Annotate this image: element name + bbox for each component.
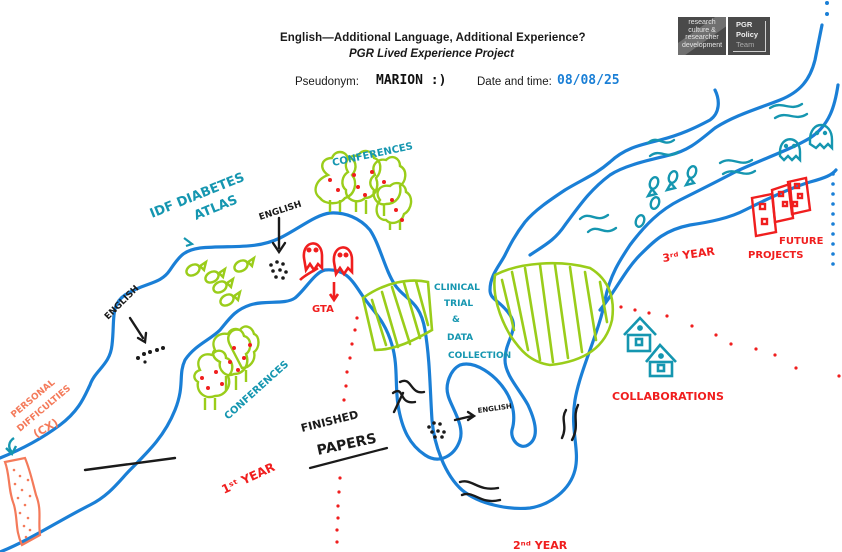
future-label-1: FUTURE xyxy=(779,236,824,247)
river-top-right-bank xyxy=(528,23,824,257)
page-title: English—Additional Language, Additional … xyxy=(280,32,586,44)
idf-arrow-icon xyxy=(183,237,195,248)
green-fish-group xyxy=(185,255,256,307)
black-dots xyxy=(136,260,446,439)
future-label-2: PROJECTS xyxy=(748,250,803,261)
page-subtitle: PGR Lived Experience Project xyxy=(349,48,514,60)
teal-fish-group xyxy=(634,164,698,229)
pseudonym-label: Pseudonym: xyxy=(295,76,359,88)
conferences-label-top: CONFERENCES xyxy=(331,141,414,169)
bridge-data-collection xyxy=(493,261,615,367)
finished-label-1: FINISHED xyxy=(300,408,360,435)
black-strokes xyxy=(83,216,580,503)
tree-fruits-bottom xyxy=(200,343,252,390)
teal-arrow-personal xyxy=(5,437,18,457)
collaborations-label: COLLABORATIONS xyxy=(612,390,724,403)
year-2-label: 2ⁿᵈ YEAR xyxy=(513,539,568,552)
teal-waves xyxy=(578,102,809,234)
clinical-label-5: COLLECTION xyxy=(448,351,511,361)
clinical-label-1: CLINICAL xyxy=(434,283,480,293)
logo-pgr-text: PGR xyxy=(736,20,753,29)
logo-policy-text: Policy xyxy=(736,30,759,39)
gta-label: GTA xyxy=(312,304,334,315)
red-ghost-figures xyxy=(299,242,354,303)
year-1-label: 1ˢᵗ YEAR xyxy=(219,460,277,497)
datetime-label: Date and time: xyxy=(477,76,552,88)
bridge-clinical-trial xyxy=(361,279,434,352)
clinical-label-2: TRIAL xyxy=(444,299,473,309)
logo-frame xyxy=(733,21,766,52)
logo-team-text: Team xyxy=(736,40,755,49)
pseudonym-value: MARION :) xyxy=(376,73,447,88)
english-label-top: ENGLISH xyxy=(258,200,303,223)
barrier-dots xyxy=(12,468,32,539)
english-label-bottom: ENGLISH xyxy=(477,402,512,415)
tree-fruits-top xyxy=(328,170,404,222)
collaboration-houses xyxy=(623,316,677,378)
teal-ghost-figures xyxy=(778,123,834,163)
research-culture-logo: research culture & researcher developmen… xyxy=(678,17,726,55)
river-upper-bank xyxy=(0,83,840,511)
red-dotted-trail-left xyxy=(335,316,359,544)
trees-conferences-bottom xyxy=(193,325,260,410)
river-bottom-section xyxy=(598,168,838,312)
english-label-left: ENGLISH xyxy=(103,284,141,322)
page-header: English—Additional Language, Additional … xyxy=(0,0,842,100)
pgr-policy-team-logo: PGR Policy Team xyxy=(728,17,770,55)
annotation-labels: IDF DIABETES ATLAS ENGLISH ENGLISH ENGLI… xyxy=(10,141,824,552)
blue-dotted-trail xyxy=(825,1,835,266)
trees-conferences-top xyxy=(314,149,413,230)
clinical-label-3: & xyxy=(452,315,460,325)
future-project-buildings xyxy=(750,176,812,238)
underline xyxy=(83,456,177,472)
river-banks xyxy=(0,23,840,552)
river-lower-bank xyxy=(0,88,720,552)
datetime-value: 08/08/25 xyxy=(557,73,620,88)
red-dotted-trail-right xyxy=(619,305,841,378)
finished-label-2: PAPERS xyxy=(316,431,379,459)
papers-underline xyxy=(308,446,389,470)
personal-difficulties-barrier xyxy=(3,456,42,547)
year-3-label: 3ʳᵈ YEAR xyxy=(662,245,717,265)
research-culture-logo-text: research culture & researcher developmen… xyxy=(681,19,723,49)
clinical-label-4: DATA xyxy=(447,333,473,343)
